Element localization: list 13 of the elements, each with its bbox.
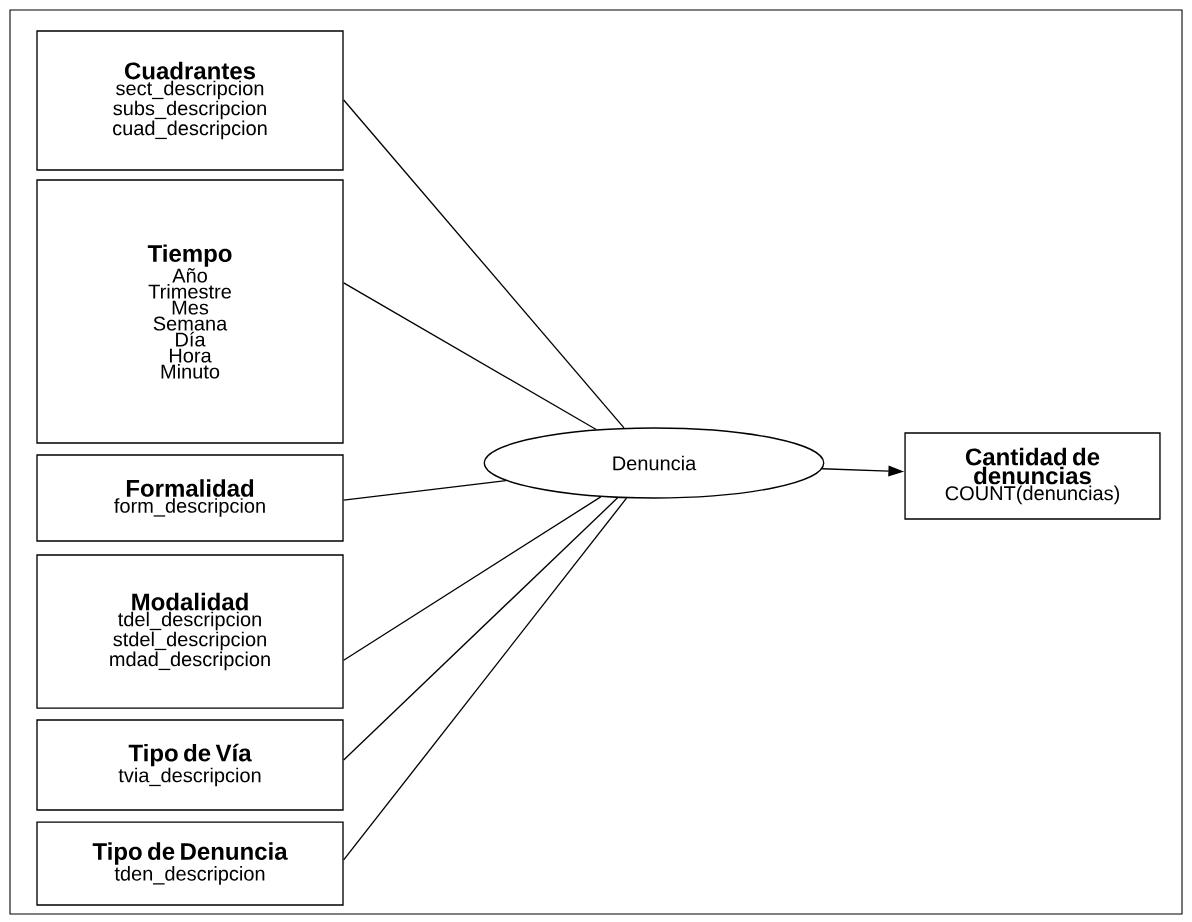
- table-box: Tipo de Denuncia tden_descripcion: [36, 821, 344, 906]
- table-box: Tipo de Vía tvia_descripcion: [36, 719, 344, 811]
- table-box: Modalidad tdel_descripcion stdel_descripcion mdad_descripcion: [36, 554, 344, 709]
- connector-line: [343, 480, 507, 501]
- connector-line: [343, 99, 625, 429]
- table-box: Formalidad form_descripcion: [36, 454, 344, 542]
- connector-line: [343, 497, 628, 861]
- table-box: Tiempo Año Trimestre Mes Semana Día Hora Minuto: [36, 179, 344, 444]
- table-box: Cantidad de denuncias COUNT(denuncias): [904, 432, 1161, 520]
- connector-line: [343, 282, 597, 431]
- connector-line: [343, 497, 619, 761]
- table-box: Cuadrantes sect_descripcion subs_descripcion cuad_descripcion: [36, 30, 344, 171]
- connector-line: [343, 496, 602, 661]
